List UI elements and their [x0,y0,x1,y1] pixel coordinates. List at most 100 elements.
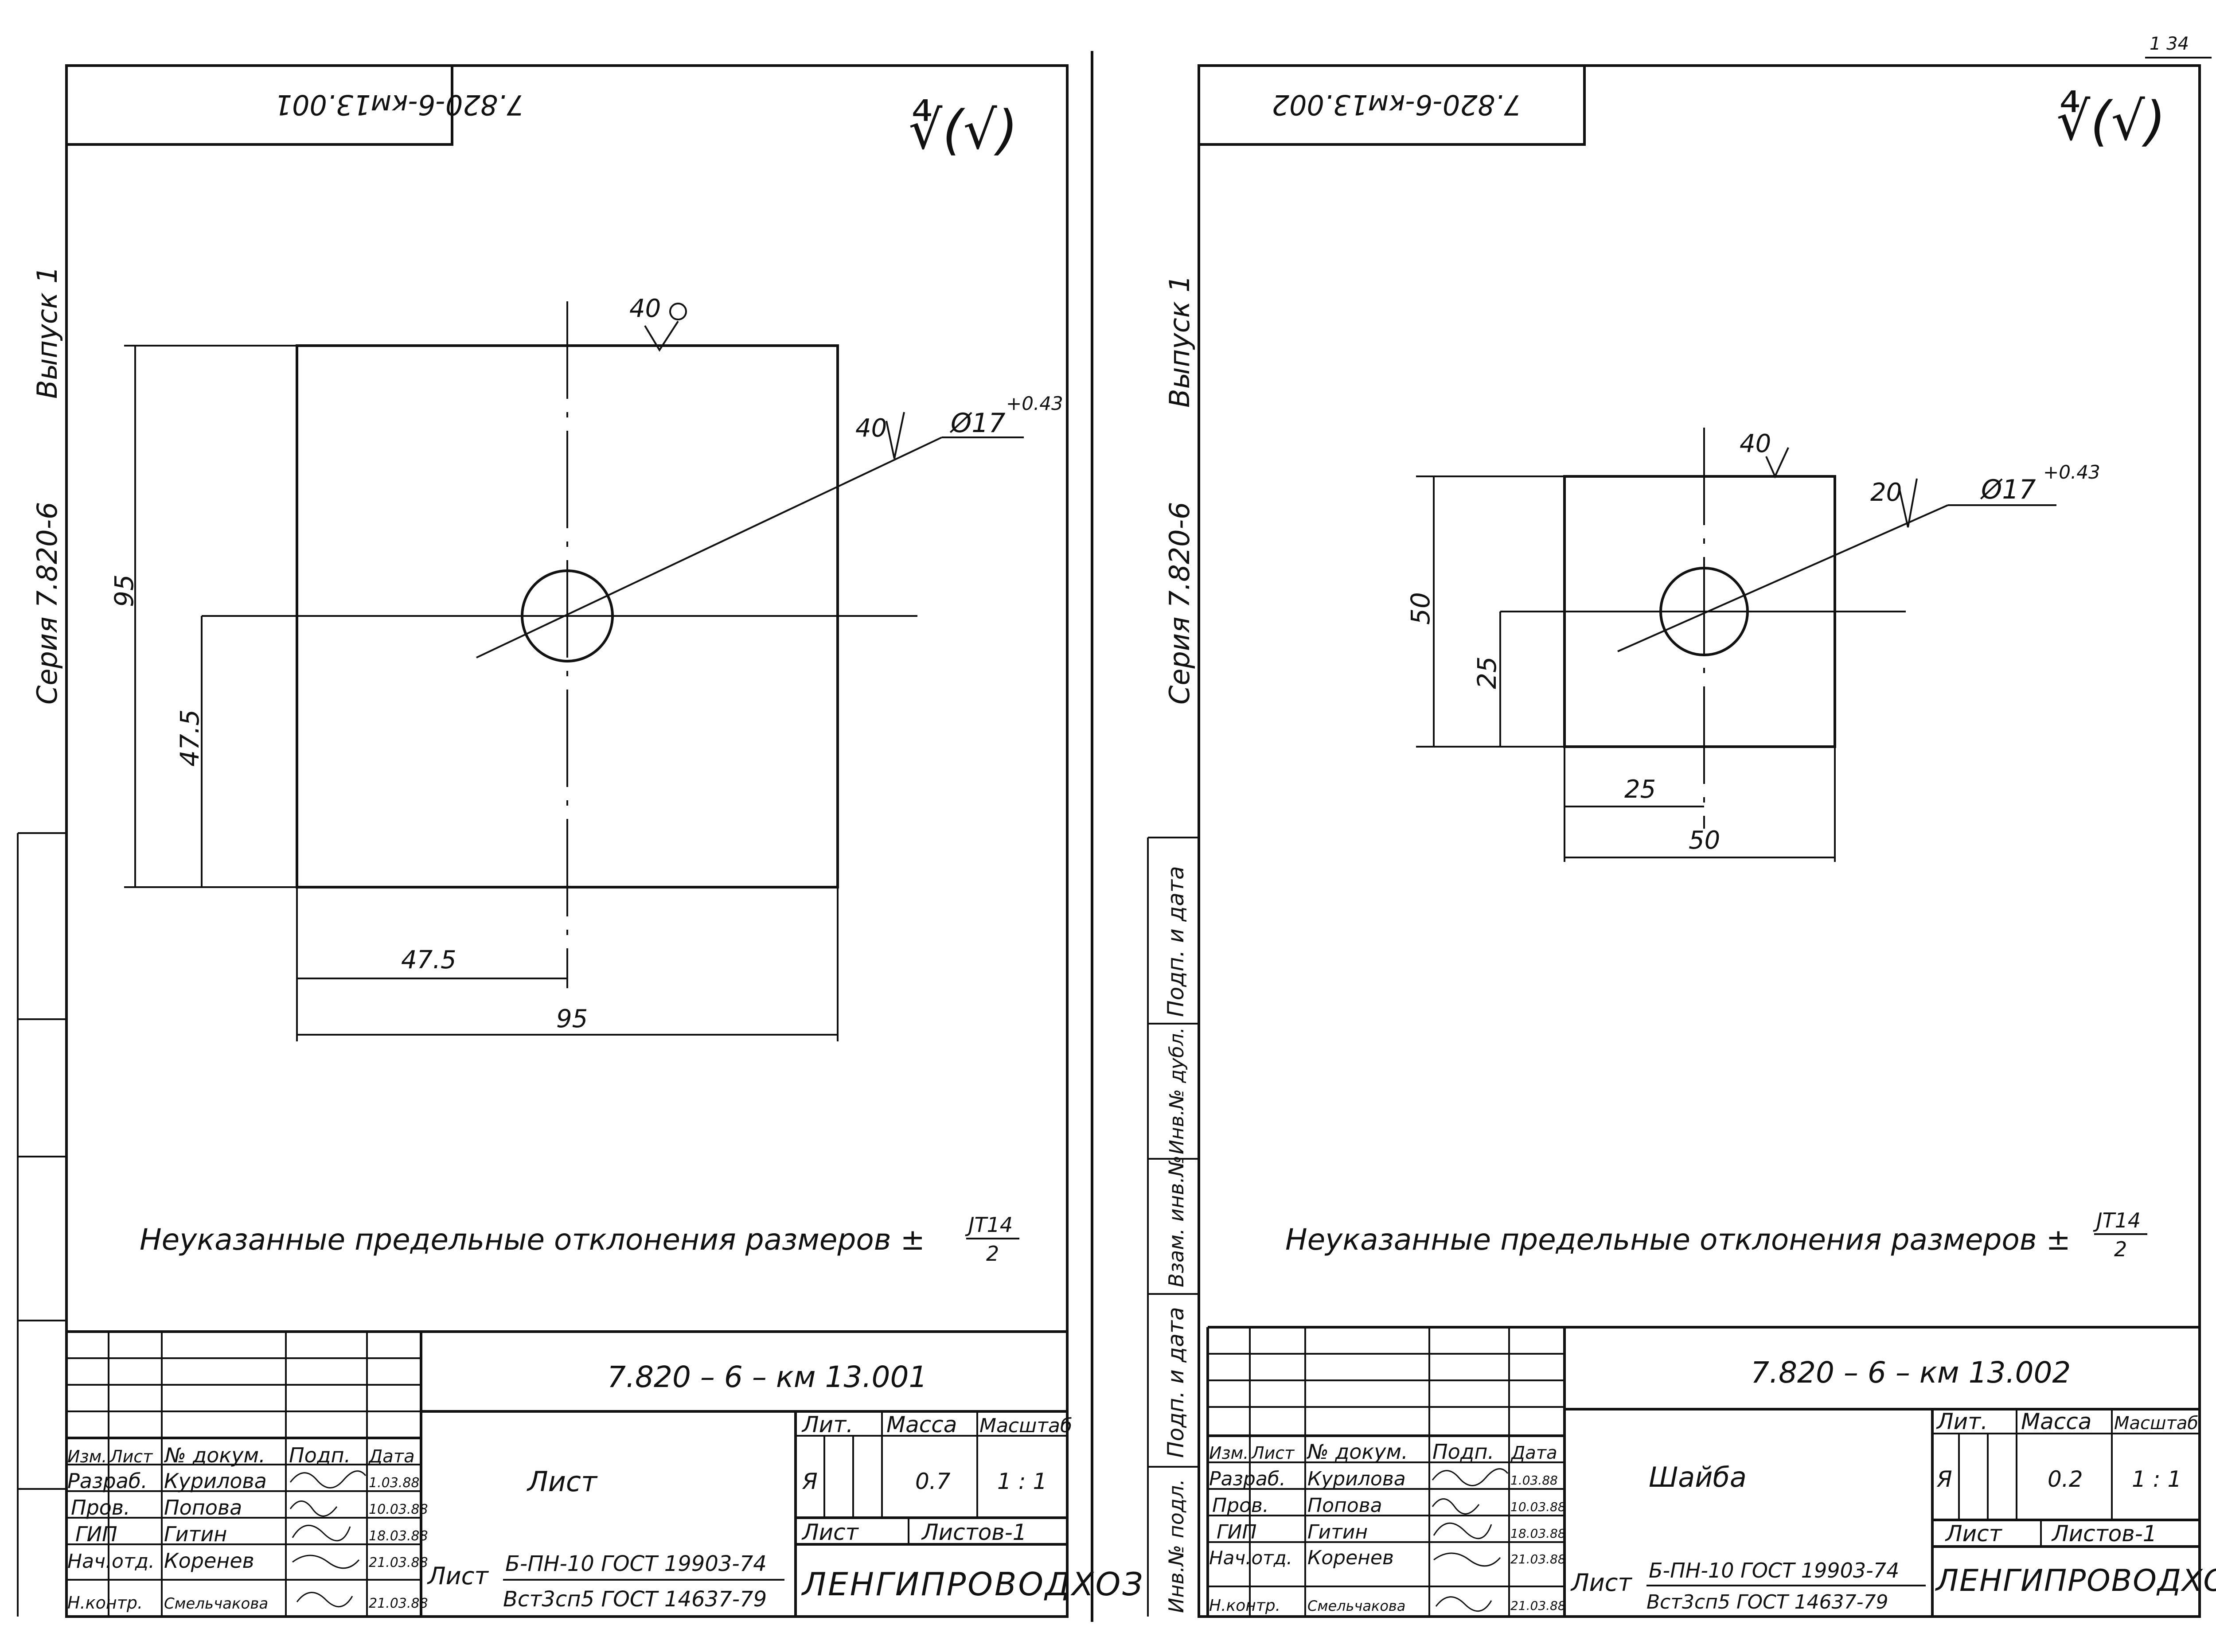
role-name: Смельчакова [1307,1597,1405,1614]
organization: ЛЕНГИПРОВОДХОЗ [1935,1563,2216,1598]
sheet-right: 7.820-6-км13.002 ∜(√) Инв.№ подл. Подп. … [1147,64,2216,1618]
material-bottom: Вст3сп5 ГОСТ 14637-79 [503,1587,767,1612]
tolerance-note-num: JT14 [2093,1208,2141,1232]
sheet-left: 7.820-6-км13.001 ∜(√) Серия 7.820-6 Выпу… [17,64,1144,1618]
tolerance-note-den: 2 [2114,1237,2127,1261]
role-date: 18.03.88 [1510,1526,1566,1541]
head-data: Дата [1510,1443,1557,1463]
side-issue: Выпуск 1 [1163,275,1196,408]
margin-stamp: Инв.№ подл. [1164,1479,1188,1613]
role-date: 1.03.88 [1510,1473,1558,1488]
role-name: Коренев [1307,1547,1394,1569]
dim-height-full: 50 [1405,592,1436,625]
head-data: Дата [368,1446,415,1467]
role-date: 21.03.88 [369,1596,428,1611]
hole-tolerance: +0.43 [2043,461,2100,483]
tolerance-note-den: 2 [986,1242,999,1266]
roughness-top: 40 [1740,429,1771,458]
role-name: Курилова [164,1469,267,1493]
role-name: Попова [1307,1494,1382,1517]
scale-label: Масштаб [979,1414,1072,1437]
head-list: Лист [109,1447,153,1466]
role: Разраб. [67,1469,148,1493]
dim-height-half: 25 [1472,656,1502,689]
role-date: 10.03.88 [369,1502,428,1517]
part-name: Лист [527,1465,598,1498]
lit-label: Лит. [801,1412,853,1438]
hole-tolerance: +0.43 [1006,393,1063,414]
hole-diameter: Ø17 [1980,474,2036,505]
hole [521,569,614,662]
role: Н.контр. [1209,1597,1280,1615]
role-date: 1.03.88 [369,1475,420,1491]
side-issue: Выпуск 1 [31,266,63,399]
roughness-hole: 40 [855,414,887,443]
head-podp: Подп. [1432,1440,1494,1464]
tolerance-note: Неуказанные предельные отклонения размер… [140,1223,925,1257]
mirrored-designation: 7.820-6-км13.002 [1272,89,1522,121]
lit-label: Лит. [1936,1409,1988,1434]
role-name: Попова [164,1496,242,1520]
role: Разраб. [1209,1468,1286,1490]
role-name: Гитин [164,1522,227,1546]
role: ГИП [75,1522,117,1546]
sheet-label: Лист [801,1520,859,1545]
material-top: Б-ПН-10 ГОСТ 19903-74 [1649,1558,1899,1582]
designation: 7.820 – 6 – км 13.002 [1751,1356,2071,1390]
margin-stamp: Инв.№ дубл. [1166,1027,1188,1154]
role-name: Смельчакова [164,1595,268,1613]
role: Пров. [1212,1494,1269,1517]
organization: ЛЕНГИПРОВОДХОЗ [801,1566,1144,1603]
roughness-mark: ∜(√) [909,99,1018,161]
material-top: Б-ПН-10 ГОСТ 19903-74 [505,1551,767,1576]
role-date: 21.03.88 [1510,1598,1566,1613]
tolerance-note-num: JT14 [965,1213,1013,1237]
mass-value: 0.2 [2048,1466,2083,1492]
head-izm: Изм. [67,1447,107,1466]
sheets-label: Листов-1 [2051,1521,2157,1547]
side-series: Серия 7.820-6 [31,502,63,705]
role: Н.контр. [67,1593,143,1613]
dim-height-full: 95 [109,574,139,607]
mirrored-designation: 7.820-6-км13.001 [275,89,524,121]
role: Нач.отд. [1209,1547,1292,1569]
scale-value: 1 : 1 [2132,1466,2181,1492]
roughness-top: 40 [629,294,661,323]
dim-width-full: 50 [1689,826,1720,855]
scale-label: Масштаб [2114,1413,2198,1434]
role-date: 18.03.88 [369,1528,428,1544]
dim-height-half: 47.5 [175,709,205,767]
title-block-right: Изм. Лист № докум. Подп. Дата Разраб. Ку… [1206,1326,2216,1617]
head-doc: № докум. [164,1443,265,1467]
sheet-label: Лист [1945,1521,2003,1547]
role: ГИП [1217,1521,1257,1543]
hole [1659,567,1749,656]
material-prefix: Лист [427,1562,489,1590]
scale-value: 1 : 1 [997,1469,1047,1494]
role: Нач.отд. [67,1550,155,1573]
head-podp: Подп. [289,1443,351,1467]
tolerance-note: Неуказанные предельные отклонения размер… [1285,1223,2071,1257]
margin-stamp: Взам. инв.№ [1164,1155,1188,1287]
hole-diameter: Ø17 [949,408,1006,439]
lit-value: Я [1936,1466,1952,1492]
role-date: 21.03.88 [1510,1552,1566,1566]
role-name: Курилова [1307,1468,1406,1490]
margin-stamp: Подп. и дата [1163,866,1189,1017]
role-name: Гитин [1307,1521,1368,1543]
side-series: Серия 7.820-6 [1163,502,1196,705]
role: Пров. [71,1496,130,1520]
roughness-hole: 20 [1870,478,1902,507]
page-mark: 1 34 [2150,34,2189,54]
title-block-left: Изм. Лист № докум. Подп. Дата Разраб. Ку… [66,1330,1144,1617]
material-prefix: Лист [1570,1569,1632,1597]
dim-width-full: 95 [556,1005,588,1033]
mass-value: 0.7 [915,1469,951,1494]
roughness-mark: ∜(√) [2056,90,2166,152]
mass-label: Масса [2021,1409,2091,1434]
head-doc: № докум. [1306,1440,1408,1464]
head-izm: Изм. [1209,1443,1248,1463]
role-name: Коренев [164,1549,254,1573]
margin-stamp: Подп. и дата [1163,1307,1189,1458]
